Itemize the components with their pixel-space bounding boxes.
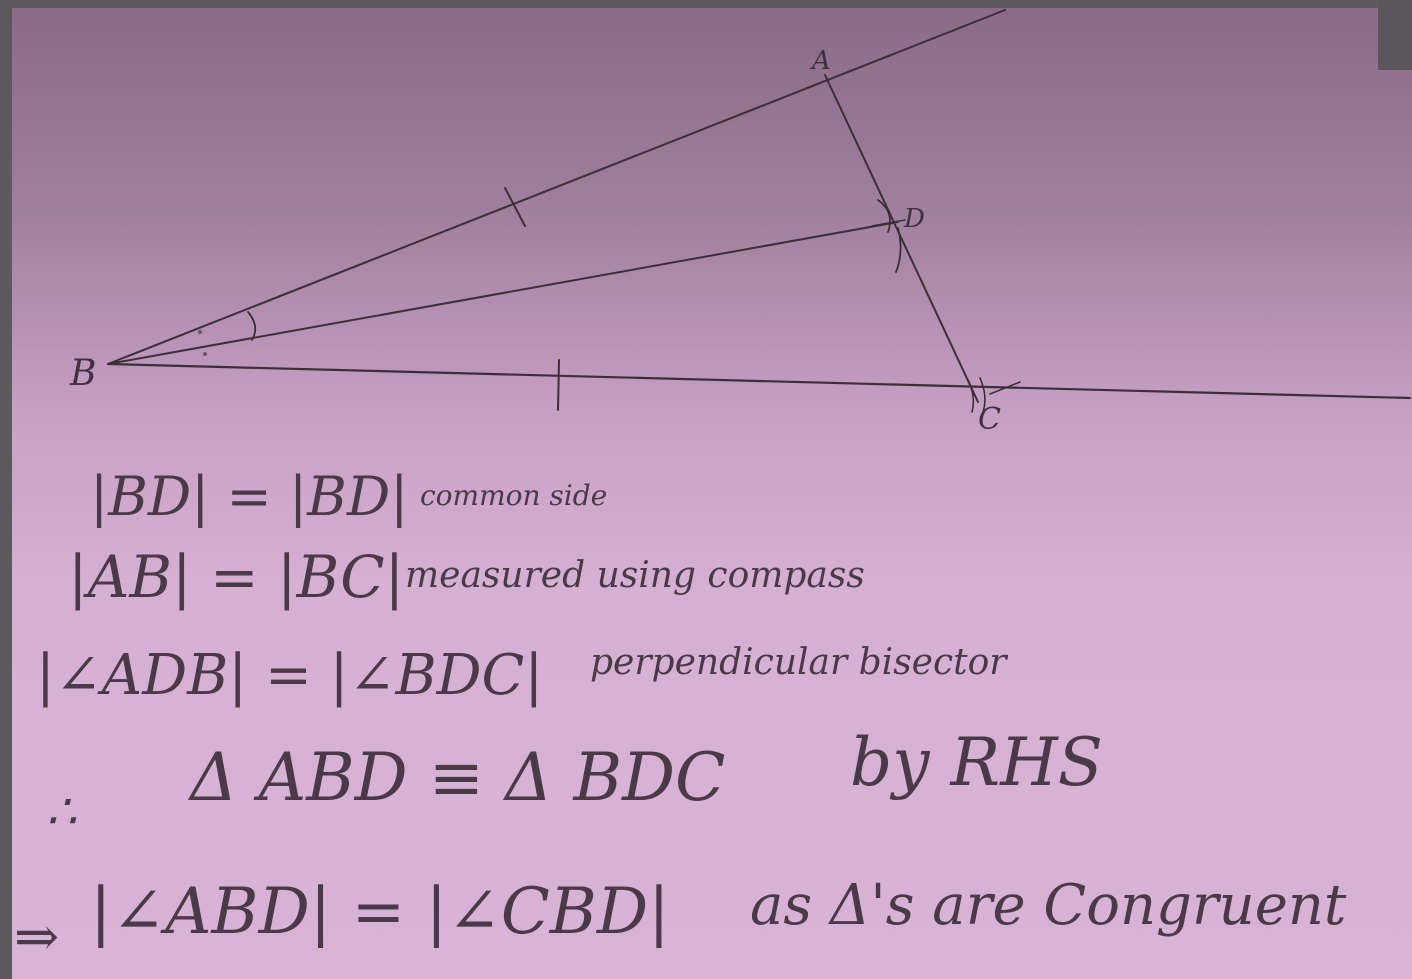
arc-mark-c-2 xyxy=(979,377,986,413)
proof-line1-reason: common side xyxy=(420,479,608,512)
proof-line3-statement: |∠ADB| = |∠BDC| xyxy=(36,643,544,708)
implies-arrow: ⇒ xyxy=(14,905,60,968)
proof-line2-reason: measured using compass xyxy=(405,555,865,596)
angle-dot-lower xyxy=(203,352,207,356)
arc-mark-c-1 xyxy=(967,379,975,413)
proof-line4-statement: Δ ABD ≡ Δ BDC xyxy=(190,739,726,816)
segment-ac xyxy=(824,74,979,403)
vertex-label-a: A xyxy=(812,46,831,76)
desk-edge-right xyxy=(1378,0,1412,70)
ray-bc xyxy=(106,362,1412,400)
proof-line5-reason: as Δ's are Congruent xyxy=(750,873,1347,938)
arc-mark-c-3 xyxy=(989,381,1021,395)
proof-line2-statement: |AB| = |BC| xyxy=(68,543,405,611)
arc-mark-d-cross xyxy=(871,219,906,227)
bisector-bd xyxy=(107,221,899,365)
therefore-symbol: ∴ xyxy=(46,784,77,840)
desk-edge-left xyxy=(0,0,12,979)
vertex-label-b: B xyxy=(70,353,97,394)
tick-ba xyxy=(504,187,526,227)
vertex-label-c: C xyxy=(978,402,1001,437)
proof-line3-reason: perpendicular bisector xyxy=(590,642,1007,683)
vertex-label-d: D xyxy=(904,204,925,234)
ray-ba xyxy=(107,9,1006,365)
desk-edge-top xyxy=(0,0,1412,8)
proof-line5-statement: |∠ABD| = |∠CBD| xyxy=(90,875,670,949)
proof-line4-reason: by RHS xyxy=(850,724,1103,801)
tick-bc xyxy=(557,359,560,411)
proof-line1-statement: |BD| = |BD| xyxy=(90,465,409,528)
angle-dot-upper xyxy=(198,330,202,334)
angle-arc-b xyxy=(247,311,257,341)
arc-mark-d-upper xyxy=(877,199,891,233)
arc-mark-d-lower xyxy=(895,227,902,273)
